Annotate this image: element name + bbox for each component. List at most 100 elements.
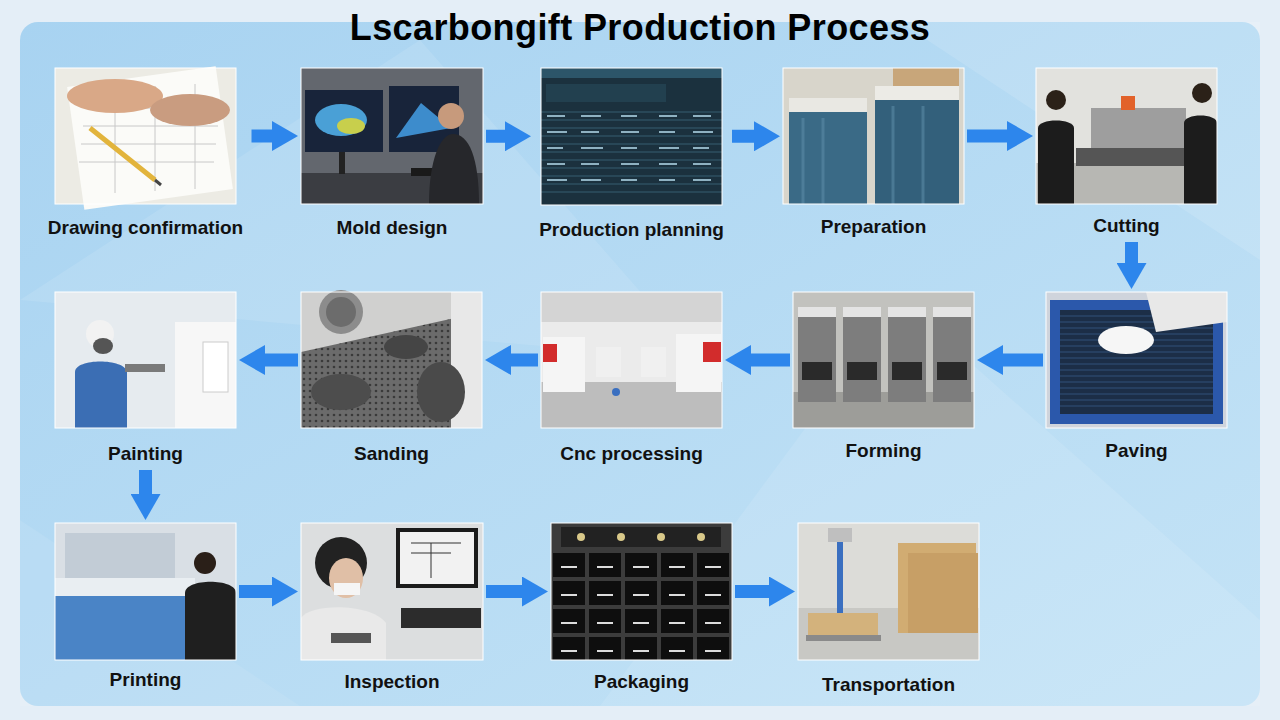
step-label: Cutting (1093, 215, 1159, 237)
step-photo-part (541, 292, 722, 428)
flow-arrow (732, 130, 758, 143)
step-photo-part (337, 118, 365, 134)
step-label: Inspection (344, 671, 439, 693)
step-photo-part (875, 86, 959, 204)
step-photo-part (311, 374, 371, 410)
step-photo (798, 523, 979, 660)
step-photo-part (55, 68, 236, 204)
step-photo-part (703, 342, 721, 362)
step-photo-part (541, 292, 722, 322)
step-photo-part (305, 90, 383, 152)
step-label: Printing (110, 669, 182, 691)
step-photo-part (1076, 148, 1201, 166)
step-photo-part (55, 578, 195, 596)
step-photo-part (798, 523, 979, 660)
step-photo-part (411, 543, 461, 578)
step-photo-part (875, 86, 959, 100)
step-photo-part (543, 337, 585, 392)
step-photo-part (301, 523, 483, 660)
step-photo-part (150, 94, 230, 126)
step-photo-part (301, 292, 482, 428)
step-photo-part (417, 362, 465, 422)
step-photo-part (429, 134, 479, 204)
step-photo-part (937, 362, 967, 380)
flow-arrow (252, 130, 277, 143)
step-photo-part (326, 297, 356, 327)
step-label: Forming (846, 440, 922, 462)
step-photo-part (1098, 326, 1154, 354)
step-photo-part (908, 553, 978, 633)
step-label: Paving (1105, 440, 1167, 462)
step-photo-part (331, 633, 371, 643)
step-photo-part (301, 523, 483, 660)
step-photo-part (892, 362, 922, 380)
step-photo-part (543, 344, 557, 362)
step-photo (301, 523, 483, 660)
process-step: Forming (793, 292, 974, 464)
step-photo-part (1046, 90, 1066, 110)
step-photo-part (789, 98, 867, 112)
process-step: Cutting (1036, 68, 1217, 239)
flow-arrow (747, 354, 790, 367)
step-photo (1046, 292, 1227, 428)
step-photo-part (75, 362, 127, 429)
step-photo-part (793, 292, 974, 428)
step-photo (541, 292, 722, 428)
step-photo-part (933, 307, 971, 402)
step-photo-part (384, 335, 428, 359)
step-photo-part (657, 533, 665, 541)
step-photo-part (546, 84, 666, 102)
step-photo-part (617, 533, 625, 541)
step-label: Production planning (539, 219, 724, 241)
step-photo-part (843, 307, 881, 402)
step-photo-part (301, 607, 386, 660)
step-photo-part (676, 334, 721, 392)
step-photo-part (396, 528, 478, 588)
step-photo-part (798, 307, 836, 317)
step-photo-part (547, 116, 713, 180)
title-bar: Lscarbongift Production Process (0, 0, 1280, 50)
step-photo-part (933, 307, 971, 317)
background-panel-part (20, 520, 300, 706)
step-photo-part (541, 68, 722, 205)
step-photo-part (551, 551, 732, 660)
step-photo-part (1146, 292, 1227, 332)
flow-arrow (735, 585, 773, 598)
step-photo-part (90, 128, 155, 180)
step-photo-part (561, 527, 721, 547)
step-label: Preparation (821, 216, 927, 238)
step-photo-part (329, 558, 363, 598)
flow-arrow (261, 354, 298, 367)
step-photo-part (400, 532, 474, 584)
step-photo-part (837, 542, 843, 622)
step-photo-part (55, 593, 185, 660)
flow-arrow (507, 354, 538, 367)
flow-arrow (967, 130, 1011, 143)
process-step: Drawing confirmation (43, 68, 249, 241)
process-step: Paving (1046, 292, 1227, 464)
step-photo-part (541, 68, 722, 205)
step-photo-part (697, 533, 705, 541)
step-photo (551, 523, 732, 660)
step-photo (301, 68, 483, 204)
process-step: Transportation (798, 523, 979, 698)
step-photo-part (175, 322, 236, 428)
step-photo-part (1060, 316, 1213, 406)
step-photo (541, 68, 722, 205)
process-step: Preparation (783, 68, 964, 240)
step-photo-part (808, 613, 878, 638)
step-photo-part (541, 292, 722, 428)
step-photo-part (93, 338, 113, 354)
flow-arrow (239, 585, 276, 598)
step-photo-part (1184, 116, 1217, 205)
step-photo-part (194, 552, 216, 574)
step-photo-part (596, 347, 621, 377)
step-photo-part (798, 307, 836, 402)
step-photo-part (67, 66, 233, 210)
step-photo-part (1192, 83, 1212, 103)
step-label: Sanding (354, 443, 429, 465)
step-photo-part (783, 68, 964, 204)
process-step: Packaging (551, 523, 732, 695)
step-photo-part (541, 112, 722, 192)
